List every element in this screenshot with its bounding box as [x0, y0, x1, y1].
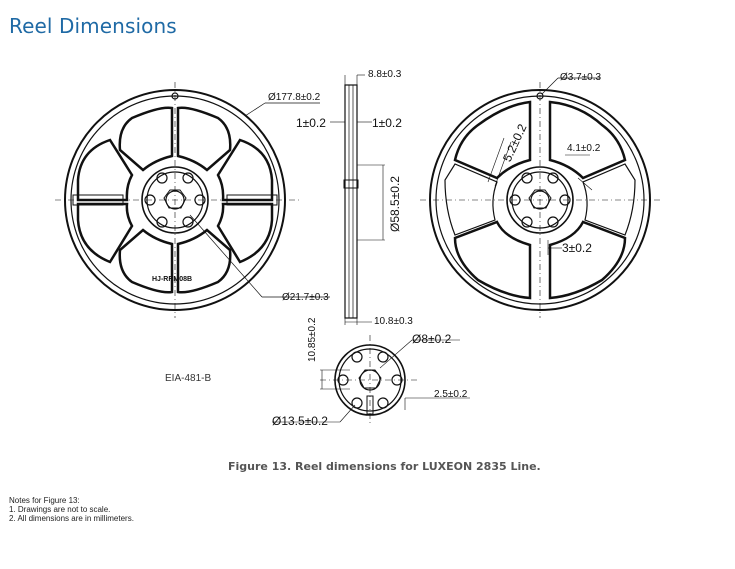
label-gap-left: 1±0.2 — [296, 116, 326, 130]
notes-heading: Notes for Figure 13: — [9, 496, 80, 505]
label-hub-outer-diameter: Ø13.5±0.2 — [272, 414, 328, 428]
reel-side-view — [330, 74, 385, 325]
hub-detail-view — [272, 339, 470, 423]
left-centerlines — [55, 82, 300, 318]
note-item: 2. All dimensions are in millimeters. — [9, 514, 134, 523]
label-reel-width: 8.8±0.3 — [368, 69, 402, 80]
standard-label: EIA-481-B — [165, 373, 212, 384]
page-title: Reel Dimensions — [9, 14, 177, 38]
figure-caption: Figure 13. Reel dimensions for LUXEON 28… — [228, 460, 541, 473]
label-gap-right: 1±0.2 — [372, 116, 402, 130]
label-slot-width: 4.1±0.2 — [567, 143, 601, 154]
label-center-diameter: Ø21.7±0.3 — [282, 292, 329, 303]
note-item: 1. Drawings are not to scale. — [9, 505, 111, 514]
label-outer-diameter: Ø177.8±0.2 — [268, 92, 321, 103]
label-hole-diameter: Ø3.7±0.3 — [560, 72, 602, 83]
label-bore-diameter: Ø8±0.2 — [412, 332, 452, 346]
label-overall-width: 10.8±0.3 — [374, 316, 413, 327]
label-key-height: 10.85±0.2 — [307, 317, 318, 362]
reel-part-number: HJ-RRM08B — [152, 276, 193, 283]
right-centerlines — [420, 82, 660, 318]
label-keyway-width: 2.5±0.2 — [434, 389, 468, 400]
figure-notes: Notes for Figure 13: 1. Drawings are not… — [9, 496, 134, 523]
label-hub-diameter: Ø58.5±0.2 — [388, 176, 402, 232]
label-key-width: 3±0.2 — [562, 241, 592, 255]
